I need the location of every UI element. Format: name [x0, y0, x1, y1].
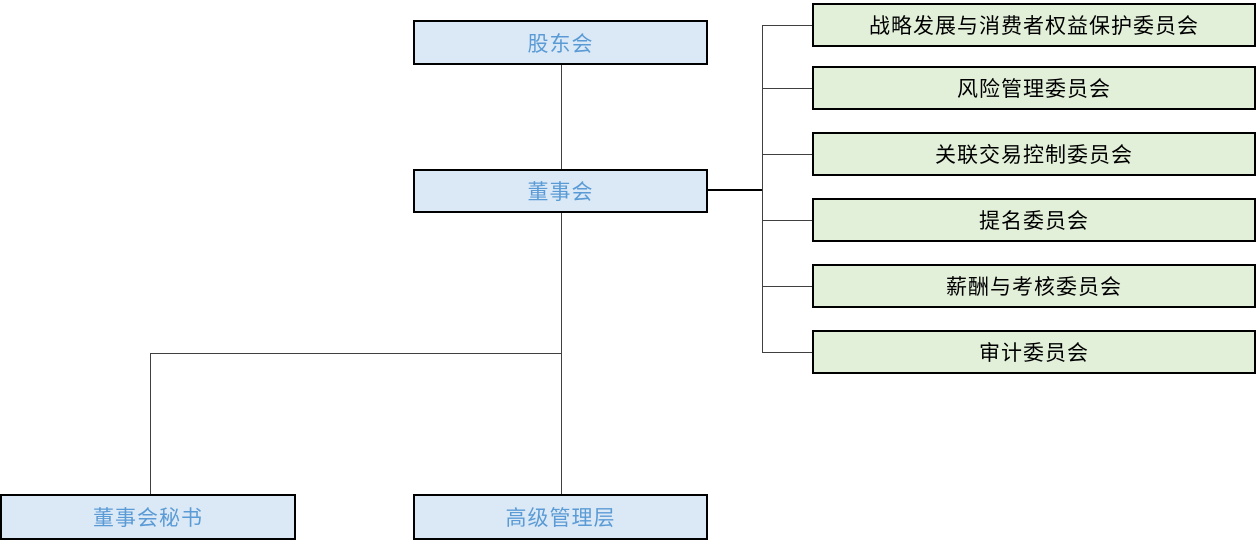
node-senior-management: 高级管理层	[413, 494, 708, 540]
node-committee-remuneration-appraisal: 薪酬与考核委员会	[812, 264, 1256, 308]
connector-committee-stub	[762, 286, 812, 287]
node-shareholders-meeting: 股东会	[413, 20, 708, 65]
connector-branch-board-secretary	[150, 353, 151, 494]
connector-committee-stub	[762, 88, 812, 89]
connector-board-committees	[708, 189, 762, 191]
connector-branch-horizontal	[150, 353, 562, 354]
node-board-secretary: 董事会秘书	[0, 494, 296, 540]
connector-committee-stub	[762, 220, 812, 221]
connector-committee-stub	[762, 352, 812, 353]
node-committee-related-party-transactions: 关联交易控制委员会	[812, 132, 1256, 176]
node-committee-strategy-consumer-protection: 战略发展与消费者权益保护委员会	[812, 3, 1256, 47]
node-committee-nomination: 提名委员会	[812, 198, 1256, 242]
connector-committee-trunk	[762, 25, 763, 352]
node-committee-audit: 审计委员会	[812, 330, 1256, 374]
connector-committee-stub	[762, 25, 812, 26]
connector-committee-stub	[762, 154, 812, 155]
node-committee-risk-management: 风险管理委员会	[812, 66, 1256, 110]
connector-shareholders-board	[561, 65, 562, 169]
node-board-of-directors: 董事会	[413, 169, 708, 213]
